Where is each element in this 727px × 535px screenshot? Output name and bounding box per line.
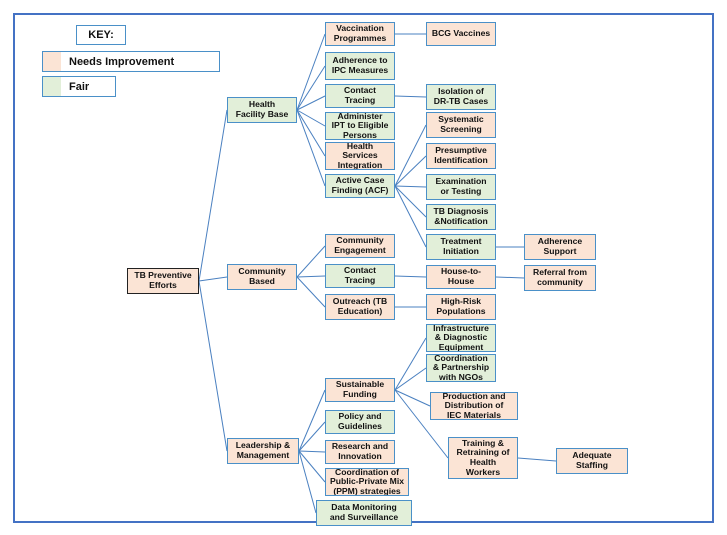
connector-contact-tracing-cb-to-house-to-house [394,275,427,278]
node-vaccination-programmes: Vaccination Programmes [325,22,395,46]
node-systematic-screening: Systematic Screening [426,112,496,138]
node-treatment-initiation: Treatment Initiation [426,234,496,260]
node-data-monitoring: Data Monitoring and Surveillance [316,500,412,526]
key-label-fair: Fair [69,80,90,93]
connector-sustainable-funding-to-production-iec [394,389,431,407]
connector-sustainable-funding-to-coordination-ngos [394,367,427,391]
node-infrastructure: Infrastructure & Diagnostic Equipment [426,324,496,352]
node-leadership-management: Leadership & Management [227,438,299,464]
connector-health-facility-base-to-health-services-integration [296,109,326,157]
node-health-facility-base: Health Facility Base [227,97,297,123]
key-swatch-fair [43,77,61,96]
node-training-retraining: Training & Retraining of Health Workers [448,437,518,479]
node-adherence-support: Adherence Support [524,234,596,260]
connector-sustainable-funding-to-training-retraining [394,389,449,459]
connector-contact-tracing-hf-to-isolation-drtb [394,95,427,98]
connector-active-case-finding-to-examination-testing [394,185,427,188]
node-administer-ipt: Administer IPT to Eligible Persons [325,112,395,140]
connector-leadership-management-to-sustainable-funding [298,389,326,452]
node-outreach: Outreach (TB Education) [325,294,395,320]
node-sustainable-funding: Sustainable Funding [325,378,395,402]
node-high-risk-populations: High-Risk Populations [426,294,496,320]
key-fair: Fair [42,76,116,97]
connector-root-to-health-facility-base [198,109,228,282]
node-research-innovation: Research and Innovation [325,440,395,464]
node-referral-community: Referral from community [524,265,596,291]
connector-leadership-management-to-data-monitoring [298,450,317,514]
connector-house-to-house-to-referral-community [495,276,525,279]
connector-active-case-finding-to-treatment-initiation [394,185,427,248]
node-root: TB Preventive Efforts [127,268,199,294]
connector-leadership-management-to-policy-guidelines [298,421,326,452]
key-swatch-needs-improvement [43,52,61,71]
node-tb-diagnosis: TB Diagnosis &Notification [426,204,496,230]
key-title: KEY: [76,25,126,45]
node-active-case-finding: Active Case Finding (ACF) [325,174,395,198]
key-needs-improvement: Needs Improvement [42,51,220,72]
node-health-services-integration: Health Services Integration [325,142,395,170]
connector-training-retraining-to-adequate-staffing [517,457,557,462]
connector-health-facility-base-to-vaccination-programmes [296,33,326,111]
node-coordination-ngos: Coordination & Partnership with NGOs [426,354,496,382]
node-contact-tracing-hf: Contact Tracing [325,84,395,108]
node-policy-guidelines: Policy and Guidelines [325,410,395,434]
node-adherence-ipc: Adherence to IPC Measures [325,52,395,80]
connector-active-case-finding-to-presumptive-identification [394,155,427,187]
connector-active-case-finding-to-tb-diagnosis [394,185,427,218]
connector-community-based-to-community-engagement [296,245,326,278]
connector-sustainable-funding-to-infrastructure [394,337,427,391]
node-isolation-drtb: Isolation of DR-TB Cases [426,84,496,110]
connector-leadership-management-to-research-innovation [298,450,326,453]
node-presumptive-identification: Presumptive Identification [426,143,496,169]
node-examination-testing: Examination or Testing [426,174,496,200]
connector-health-facility-base-to-active-case-finding [296,109,326,187]
node-community-engagement: Community Engagement [325,234,395,258]
node-bcg-vaccines: BCG Vaccines [426,22,496,46]
connector-leadership-management-to-coordination-ppm [298,450,326,483]
connector-health-facility-base-to-contact-tracing-hf [296,95,326,111]
connector-health-facility-base-to-administer-ipt [296,109,326,127]
node-community-based: Community Based [227,264,297,290]
connector-root-to-leadership-management [198,280,228,452]
node-adequate-staffing: Adequate Staffing [556,448,628,474]
connector-community-based-to-contact-tracing-cb [296,275,326,278]
key-label-needs-improvement: Needs Improvement [69,55,175,68]
node-coordination-ppm: Coordination of Public-Private Mix (PPM)… [325,468,409,496]
node-production-iec: Production and Distribution of IEC Mater… [430,392,518,420]
connector-health-facility-base-to-adherence-ipc [296,65,326,111]
connector-active-case-finding-to-systematic-screening [394,124,427,187]
node-contact-tracing-cb: Contact Tracing [325,264,395,288]
node-house-to-house: House-to- House [426,265,496,289]
connector-root-to-community-based [198,276,228,282]
connector-community-based-to-outreach [296,276,326,308]
